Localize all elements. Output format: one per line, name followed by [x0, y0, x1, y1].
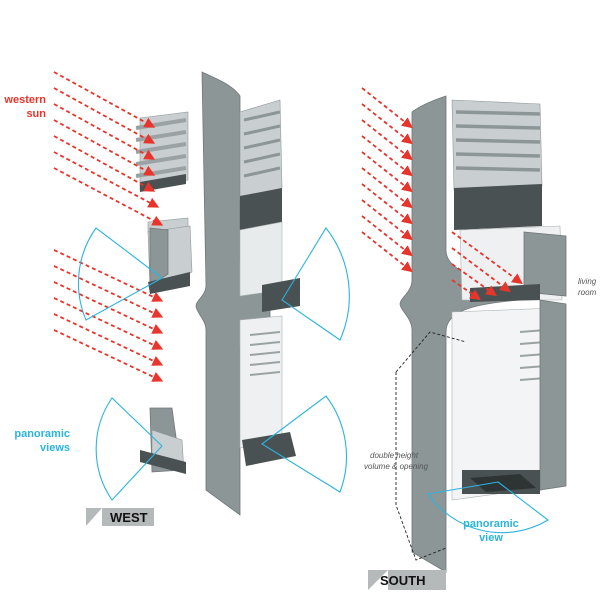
sun-arrows-lower-left: [53, 249, 164, 382]
callout-double-height: [395, 331, 467, 561]
double-height-label-line2: volume & opening: [364, 462, 429, 471]
western-sun-label-line1: western: [3, 94, 46, 106]
western-sun-label-line2: sun: [26, 108, 46, 120]
south-facade-wall: [399, 95, 567, 573]
living-room-label-line2: room: [578, 288, 597, 297]
south-direction-tab: SOUTH: [368, 570, 446, 590]
panoramic-view-label-line1: panoramic: [463, 518, 519, 530]
living-room-label-line1: living: [578, 277, 597, 286]
sun-arrows-into-window-right: [451, 231, 523, 301]
south-label: SOUTH: [380, 573, 426, 588]
view-cones: [77, 227, 549, 534]
panoramic-view-label-line2: view: [479, 532, 503, 544]
west-direction-tab: WEST: [86, 508, 154, 526]
louver-stack-west: [135, 111, 189, 192]
west-facade-wall: [195, 71, 300, 516]
sun-arrows-upper-right: [361, 87, 413, 273]
panoramic-views-label-line2: views: [40, 442, 70, 454]
double-height-label-line1: double height: [370, 451, 419, 460]
west-label: WEST: [110, 510, 148, 525]
curved-piece-west: [140, 407, 186, 474]
panoramic-views-label-line1: panoramic: [14, 428, 70, 440]
sun-arrows-upper-left: [53, 71, 164, 226]
